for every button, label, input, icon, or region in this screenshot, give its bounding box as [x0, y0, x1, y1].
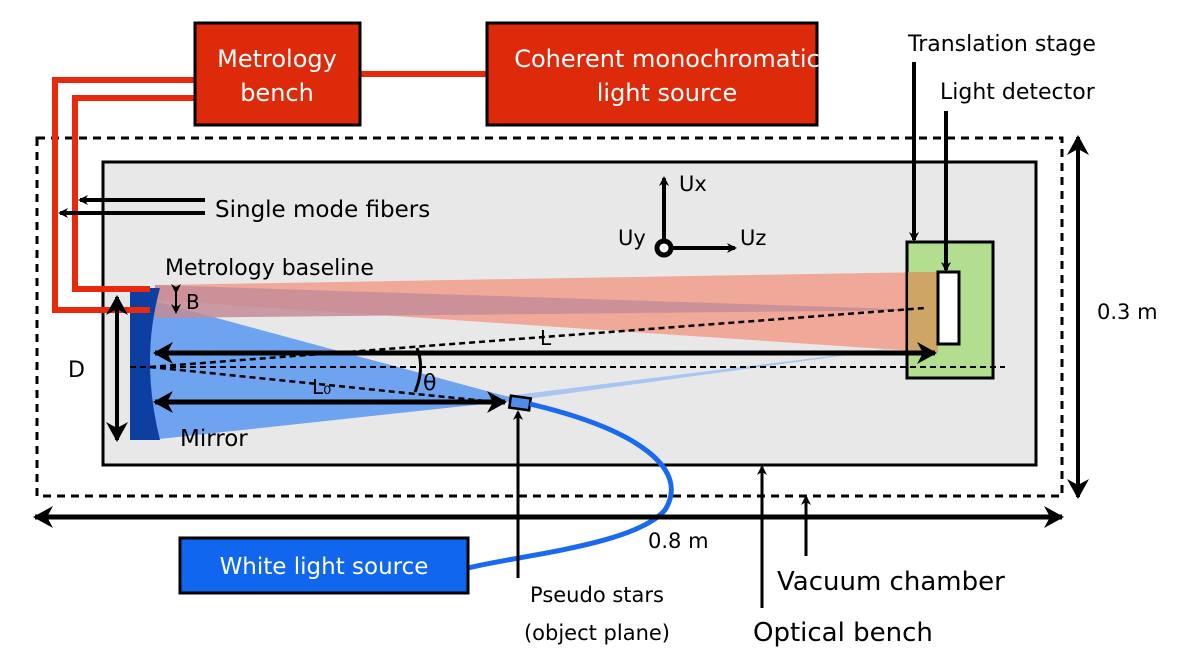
pseudo-stars-label-1: Pseudo stars	[530, 583, 664, 607]
single-mode-fibers-label: Single mode fibers	[215, 197, 430, 223]
single-mode-fibers	[52, 71, 490, 313]
mirror-label: Mirror	[180, 426, 248, 452]
axis-uy-dot	[654, 238, 674, 258]
width-dimension-label: 0.8 m	[648, 529, 709, 553]
translation-stage-label: Translation stage	[907, 32, 1096, 57]
vacuum-chamber-outline	[35, 136, 1064, 498]
vacuum-chamber-label: Vacuum chamber	[777, 567, 1005, 597]
axis-uz-label: Uz	[740, 226, 766, 250]
height-dimension-label: 0.3 m	[1097, 300, 1158, 324]
light-detector-label: Light detector	[940, 80, 1096, 105]
metrology-bench-label-2: bench	[240, 79, 314, 107]
axis-uy-label: Uy	[618, 226, 646, 250]
coherent-source-label-2: light source	[597, 79, 738, 107]
b-label: B	[186, 290, 200, 314]
coherent-source-label-1: Coherent monochromatic	[514, 45, 820, 73]
metrology-baseline-label: Metrology baseline	[165, 256, 374, 281]
stage-beam-overlap	[908, 272, 938, 352]
axis-ux-label: Ux	[679, 172, 707, 196]
metrology-bench-box[interactable]	[193, 21, 362, 127]
l-label: L	[540, 326, 552, 350]
white-light-source-box[interactable]	[178, 536, 470, 595]
light-detector	[936, 270, 961, 346]
l0-label: L₀	[312, 375, 331, 399]
metrology-bench-label-1: Metrology	[217, 45, 337, 73]
theta-arc	[413, 347, 422, 393]
coherent-light-source-box[interactable]	[485, 21, 819, 127]
d-label: D	[68, 358, 85, 383]
optical-bench-label: Optical bench	[753, 618, 933, 648]
mirror	[130, 288, 160, 440]
pseudo-stars-label-2: (object plane)	[524, 621, 670, 645]
white-light-source-label: White light source	[220, 554, 429, 580]
pseudo-star	[507, 394, 533, 412]
theta-label: θ	[423, 371, 436, 396]
red-beam-overlap	[155, 285, 930, 318]
